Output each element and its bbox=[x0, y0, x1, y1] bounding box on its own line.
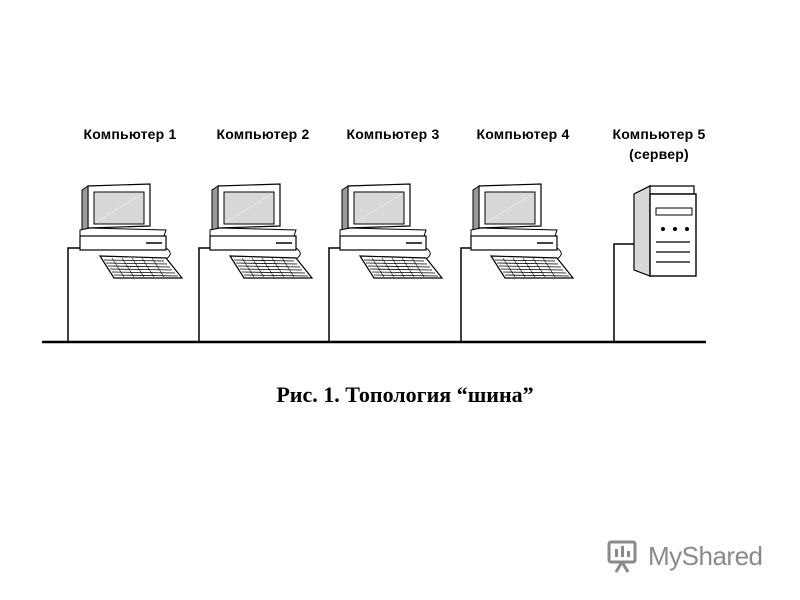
drop-cable-1 bbox=[67, 247, 80, 342]
node-label-text: Компьютер 5 bbox=[612, 126, 706, 142]
node-label-text: Компьютер 1 bbox=[83, 126, 177, 142]
drop-cable-2 bbox=[198, 247, 210, 342]
myshared-logo-icon bbox=[607, 540, 637, 573]
node-label-1: Компьютер 1 bbox=[65, 124, 195, 144]
server-icon bbox=[633, 185, 697, 277]
node-label-text: Компьютер 3 bbox=[346, 126, 440, 142]
node-label-3: Компьютер 3 bbox=[328, 124, 458, 144]
watermark-text: MyShared bbox=[648, 540, 763, 571]
drop-cable-5 bbox=[613, 243, 634, 342]
node-label-4: Компьютер 4 bbox=[458, 124, 588, 144]
node-label-text: Компьютер 4 bbox=[476, 126, 570, 142]
workstation-icon-2 bbox=[209, 183, 313, 279]
figure-caption: Рис. 1. Топология “шина” bbox=[276, 382, 534, 407]
node-label-text: Компьютер 2 bbox=[216, 126, 310, 142]
drop-cable-3 bbox=[328, 247, 340, 342]
node-label-subtext: (сервер) bbox=[629, 146, 689, 162]
workstation-icon-3 bbox=[339, 183, 443, 279]
workstation-icon-4 bbox=[470, 183, 574, 279]
workstation-icon-1 bbox=[79, 183, 183, 279]
node-label-5: Компьютер 5 (сервер) bbox=[594, 124, 724, 164]
myshared-watermark: MyShared bbox=[606, 536, 776, 576]
drop-cable-4 bbox=[460, 247, 472, 342]
node-label-2: Компьютер 2 bbox=[198, 124, 328, 144]
